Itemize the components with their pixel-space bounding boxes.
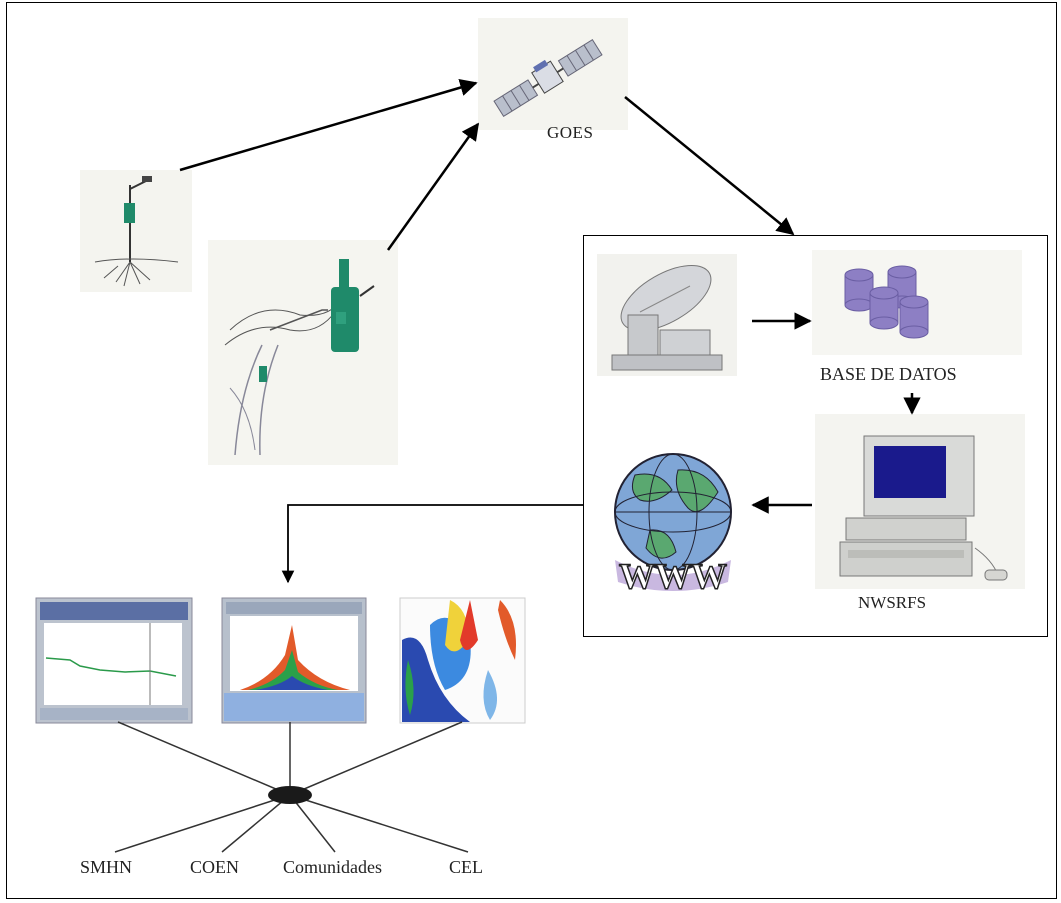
goes-label: GOES: [547, 123, 594, 142]
small-station-icon: [80, 170, 192, 292]
histogram-screenshot: [221, 597, 367, 724]
river-station-icon: [208, 240, 398, 465]
satellite-dish-icon: [597, 254, 737, 376]
outer-frame: [6, 2, 1057, 899]
arrow-goes-to-center: [624, 96, 795, 236]
network-hub: [114, 721, 469, 853]
database-label: BASE DE DATOS: [820, 364, 957, 384]
hydrograph-screenshot: [35, 597, 193, 724]
user-label-comunidades: Comunidades: [283, 857, 382, 877]
computer-icon: [815, 414, 1025, 589]
arrow-station-to-goes: [179, 79, 478, 172]
www-text: WWW: [619, 556, 727, 596]
nwsrfs-label: NWSRFS: [858, 593, 927, 612]
arrow-center-to-users: [281, 504, 583, 584]
satellite-icon: [478, 18, 628, 130]
radar-map-screenshot: [399, 597, 526, 724]
flow-arrows: [179, 79, 921, 584]
arrow-river-to-goes: [386, 122, 480, 251]
user-label-coen: COEN: [190, 857, 239, 877]
user-label-cel: CEL: [449, 857, 483, 877]
www-globe-icon: WWW: [614, 453, 732, 597]
processing-center-box: [583, 235, 1048, 637]
database-icon: [812, 250, 1022, 355]
user-label-smhn: SMHN: [80, 857, 133, 877]
